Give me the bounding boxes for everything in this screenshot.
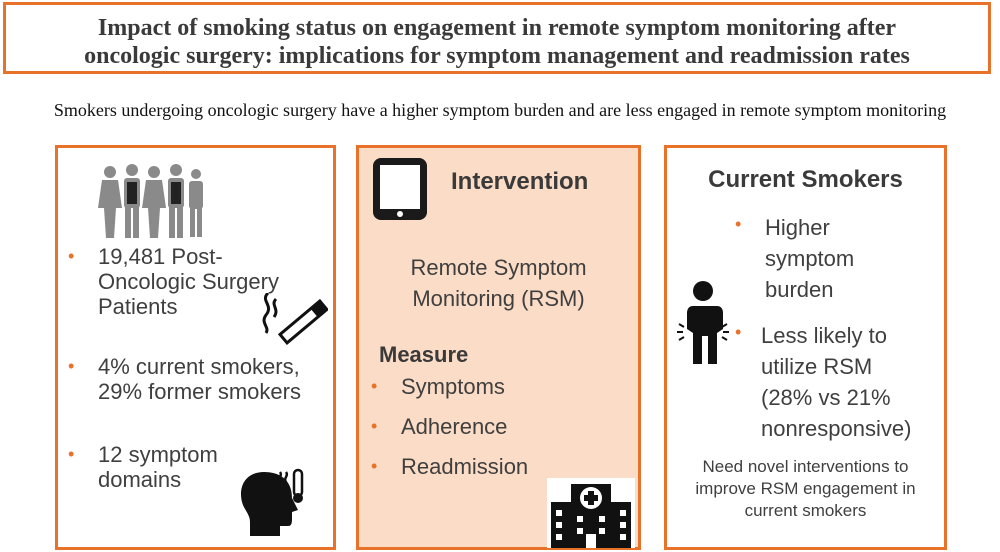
subtitle: Smokers undergoing oncologic surgery hav… [53, 100, 947, 120]
bullet-line: utilize RSM [761, 354, 873, 379]
current-smokers-panel: Current Smokers • Higher symptom burden … [664, 145, 947, 550]
bullet-line: 29% former smokers [98, 379, 301, 404]
bullet-line: 19,481 Post- [98, 244, 223, 269]
rsm-line: Monitoring (RSM) [412, 286, 585, 311]
title-box: Impact of smoking status on engagement i… [3, 2, 991, 74]
person-in-pain-icon [677, 281, 729, 364]
bullet-marker: • [371, 416, 378, 436]
bullet-line: (28% vs 21% [761, 385, 891, 410]
symptom-burden-bullet: Higher symptom burden [765, 212, 854, 305]
cigarette-icon [262, 293, 328, 345]
conclusion-line: Need novel interventions to [702, 457, 909, 476]
bullet-marker: • [371, 456, 378, 476]
conclusion-line: improve RSM engagement in [695, 479, 916, 498]
bullet-marker: • [735, 214, 742, 234]
conclusion-text: Need novel interventions to improve RSM … [667, 456, 944, 522]
bullet-marker: • [371, 376, 378, 396]
symptom-domains-bullet: 12 symptom domains [98, 442, 218, 492]
patients-panel: • 19,481 Post- Oncologic Surgery Patient… [55, 145, 336, 550]
smokers-share-bullet: 4% current smokers, 29% former smokers [98, 354, 301, 404]
bullet-marker: • [68, 444, 75, 464]
measure-item: Adherence [401, 414, 508, 439]
conclusion-line: current smokers [744, 501, 867, 520]
measure-item: Readmission [401, 454, 529, 479]
measure-heading: Measure [379, 342, 469, 367]
group-of-people-icon [98, 164, 203, 238]
sick-person-thermometer-icon [240, 468, 304, 536]
intervention-panel: Intervention Remote Symptom Monitoring (… [356, 145, 641, 550]
bullet-line: nonresponsive) [761, 416, 912, 441]
tablet-icon [373, 158, 427, 220]
title-line-2: oncologic surgery: implications for symp… [84, 43, 910, 69]
patients-count-bullet: 19,481 Post- Oncologic Surgery Patients [98, 244, 279, 319]
bullet-line: burden [765, 277, 834, 302]
rsm-description: Remote Symptom Monitoring (RSM) [359, 252, 638, 314]
bullet-line: domains [98, 467, 182, 492]
hospital-icon [547, 478, 635, 548]
bullet-line: symptom [765, 246, 855, 271]
title-line-1: Impact of smoking status on engagement i… [97, 15, 897, 41]
bullet-line: 12 symptom [98, 442, 218, 467]
bullet-line: Patients [98, 294, 178, 319]
bullet-line: 4% current smokers, [98, 354, 300, 379]
bullet-line: Less likely to [761, 323, 887, 348]
current-smokers-heading: Current Smokers [708, 166, 903, 193]
rsm-line: Remote Symptom [410, 255, 587, 280]
bullet-line: Oncologic Surgery [98, 269, 279, 294]
measure-item: Symptoms [401, 374, 505, 399]
bullet-marker: • [735, 322, 742, 342]
bullet-marker: • [68, 356, 75, 376]
rsm-utilization-bullet: Less likely to utilize RSM (28% vs 21% n… [761, 320, 911, 444]
intervention-heading: Intervention [451, 168, 589, 195]
bullet-line: Higher [765, 215, 830, 240]
bullet-marker: • [68, 246, 75, 266]
